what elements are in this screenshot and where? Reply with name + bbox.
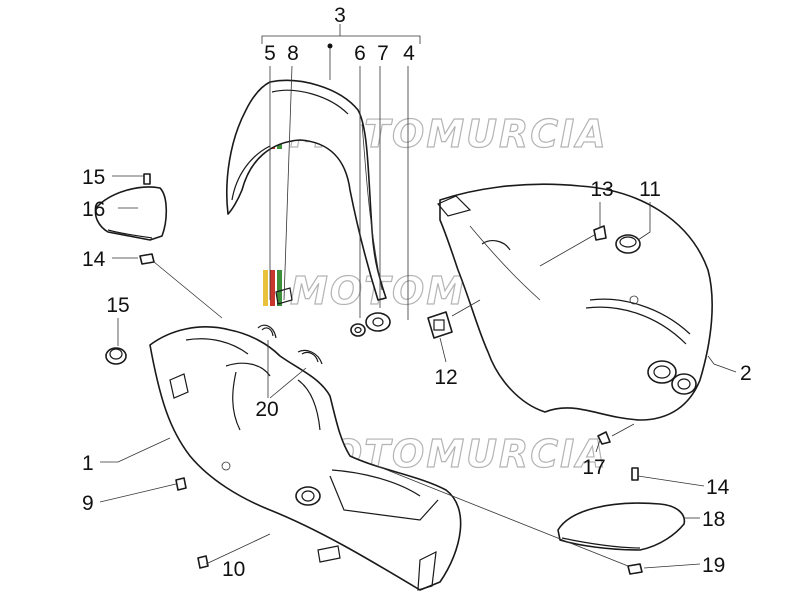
part-cover-18 [94, 186, 168, 241]
callout-14: 14 [82, 248, 106, 271]
callout-9: 9 [82, 492, 94, 515]
part-plug-17 [105, 347, 127, 365]
leader-lines [99, 24, 737, 569]
callout-20: 20 [255, 398, 278, 421]
part-clip-8 [275, 287, 293, 305]
part-grommet-7 [365, 312, 391, 332]
callout-16: 17 [582, 456, 605, 479]
part-screw-15a [143, 173, 151, 185]
part-nut-14a [139, 253, 155, 265]
callout-7: 7 [377, 42, 389, 65]
callout-2: 2 [740, 362, 752, 385]
callout-10: 10 [222, 558, 245, 581]
callout-19: 18 [702, 508, 725, 531]
callout-12: 12 [434, 366, 457, 389]
callout-15: 15 [82, 166, 105, 189]
callout-8: 8 [287, 42, 299, 65]
callout-18: 16 [82, 198, 105, 221]
callout-4: 4 [403, 42, 415, 65]
part-screw-15b [631, 467, 639, 481]
part-upper-fairing [226, 79, 387, 301]
part-cover-19 [557, 502, 686, 551]
callout-1: 1 [82, 452, 94, 475]
callout-6: 6 [354, 42, 366, 65]
callout-15: 14 [706, 476, 730, 499]
callout-17: 15 [106, 294, 129, 317]
callout-14: 19 [702, 554, 725, 577]
part-rear-cover [437, 183, 713, 421]
part-screw-10 [197, 555, 209, 569]
callout-11: 11 [639, 178, 661, 201]
callout-5: 5 [264, 42, 276, 65]
part-screw-13 [593, 225, 607, 241]
part-screw-16 [597, 431, 611, 445]
part-plug-11 [615, 234, 641, 254]
part-nut-14b [627, 563, 643, 575]
callout-labels: 3 5 8 6 7 4 15 16 14 15 20 1 9 10 13 11 … [82, 4, 752, 581]
part-front-shield [149, 326, 462, 591]
part-washer-6 [350, 323, 366, 337]
callout-13: 13 [590, 178, 613, 201]
part-screw-9 [175, 477, 187, 491]
callout-3: 3 [334, 4, 346, 27]
part-bracket-12 [427, 311, 453, 339]
part-clips-20 [257, 324, 323, 365]
